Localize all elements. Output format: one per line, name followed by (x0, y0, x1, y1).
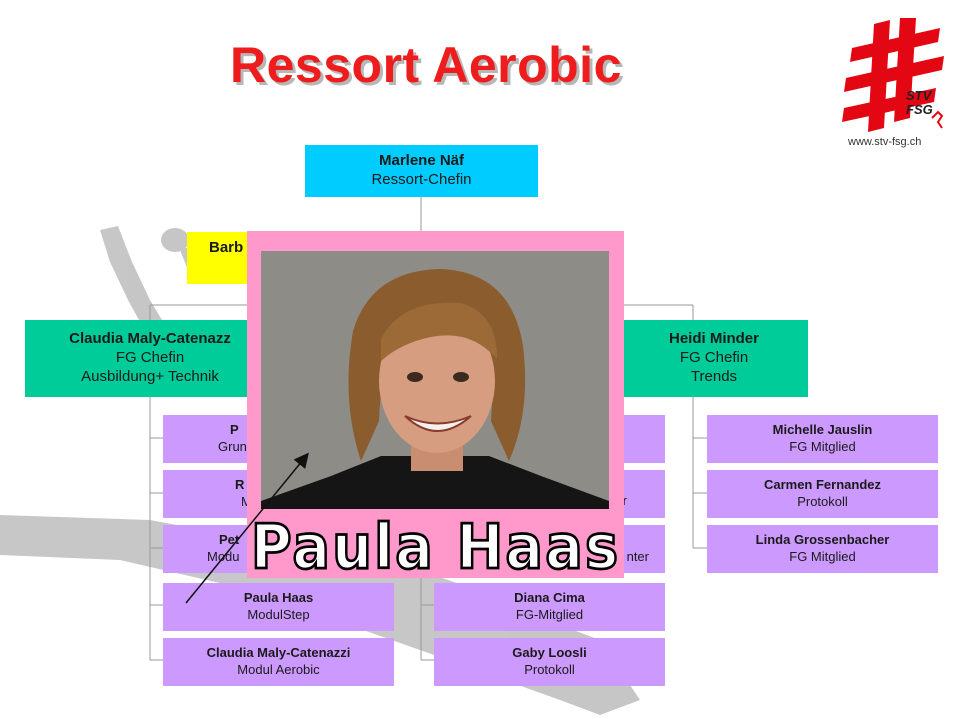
col1-role-3: Modu (207, 549, 240, 564)
logo-figure-icon (931, 110, 944, 129)
col1-role-1: Grun (218, 439, 247, 454)
col2-role-5: Protokoll (524, 662, 575, 677)
col1-box-5: Claudia Maly-Catenazzi Modul Aerobic (163, 638, 394, 686)
col2-role-2: r (622, 492, 627, 508)
top-box: Marlene Näf Ressort-Chefin (305, 145, 538, 197)
col3-box-1: Michelle Jauslin FG Mitglied (707, 415, 938, 463)
col3-name-2: Carmen Fernandez (763, 477, 882, 493)
leader-right-name: Heidi Minder (668, 330, 759, 348)
photo-popup: Paula Haas (247, 231, 624, 585)
stv-fsg-logo: STV FSG (842, 18, 944, 132)
col1-role-5: Modul Aerobic (237, 662, 320, 677)
col3-role-1: FG Mitglied (789, 439, 856, 454)
col2-name-4: Diana Cima (514, 590, 585, 606)
logo-fsg-text: FSG (906, 102, 933, 117)
col3-role-3: FG Mitglied (789, 549, 856, 564)
popup-name-caption: Paula Haas (250, 510, 621, 584)
admin-name: Barb (209, 239, 244, 257)
top-role: Ressort-Chefin (371, 171, 472, 188)
col1-name-2: R (235, 477, 245, 493)
col3-name-1: Michelle Jauslin (772, 422, 873, 438)
page-title: Ressort Aerobic (230, 37, 622, 93)
leader-right-role2: Trends (690, 367, 738, 385)
col3-box-2: Carmen Fernandez Protokoll (707, 470, 938, 518)
logo-stv-text: STV (906, 88, 933, 103)
top-name: Marlene Näf (378, 152, 465, 170)
col2-box-4: Diana Cima FG-Mitglied (434, 583, 665, 631)
col2-box-5: Gaby Loosli Protokoll (434, 638, 665, 686)
portrait-illustration (261, 251, 609, 509)
col1-box-4: Paula Haas ModulStep (163, 583, 394, 631)
col1-name-3: Pet (219, 532, 240, 548)
leader-left-name: Claudia Maly-Catenazz (69, 330, 231, 348)
col1-role-4: ModulStep (247, 607, 310, 622)
col2-role-4: FG-Mitglied (515, 607, 584, 622)
col1-name-5: Claudia Maly-Catenazzi (206, 645, 351, 661)
leader-left-role2: Ausbildung+ Technik (81, 367, 219, 385)
col3-box-3: Linda Grossenbacher FG Mitglied (707, 525, 938, 573)
col2-name-5: Gaby Loosli (512, 645, 587, 661)
logo-url: www.stv-fsg.ch (848, 136, 922, 148)
col2-role-3: nter (626, 548, 649, 564)
leader-left-role1: FG Chefin (115, 349, 185, 367)
col3-name-3: Linda Grossenbacher (755, 532, 890, 548)
col3-role-2: Protokoll (797, 494, 848, 509)
leader-box-left: Claudia Maly-Catenazz FG Chefin Ausbildu… (25, 320, 275, 397)
col1-name-1: P (230, 422, 239, 438)
portrait-photo (261, 251, 609, 509)
leader-right-role1: FG Chefin (679, 349, 749, 367)
col1-name-4: Paula Haas (243, 590, 314, 606)
